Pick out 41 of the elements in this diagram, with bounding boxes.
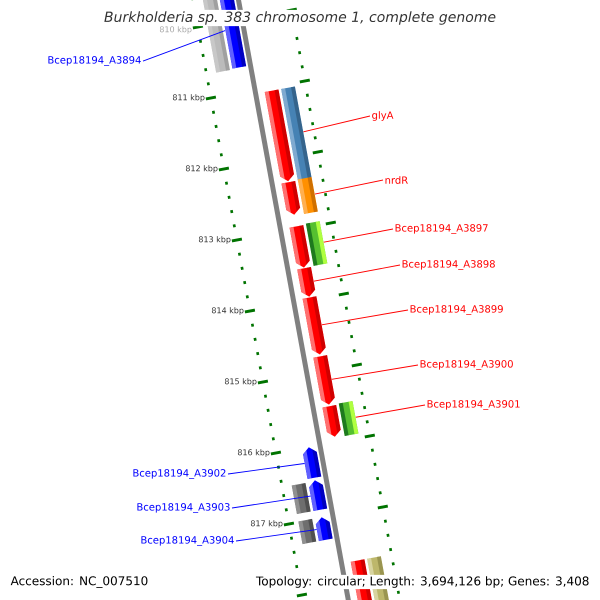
gene-label: glyA bbox=[372, 111, 394, 121]
gene-label: Bcep18194_A3901 bbox=[428, 400, 520, 410]
gene-label: Bcep18194_A3900 bbox=[420, 360, 513, 370]
scale-label: 812 kbp bbox=[186, 165, 218, 173]
leader-line bbox=[232, 496, 311, 508]
leader-line bbox=[303, 116, 370, 132]
gene-label: Bcep18194_A3897 bbox=[396, 224, 488, 234]
gene-block bbox=[316, 517, 333, 542]
gene-block bbox=[322, 405, 341, 437]
scale-label: 815 kbp bbox=[224, 378, 257, 386]
leader-line bbox=[355, 404, 426, 418]
scale-label: 814 kbp bbox=[212, 307, 244, 315]
gene-block bbox=[298, 518, 316, 544]
gene-label: Bcep18194_A3894 bbox=[48, 56, 141, 66]
title: Burkholderia sp. 383 chromosome 1, complete genome bbox=[102, 10, 498, 26]
gene-label: Bcep18194_A3899 bbox=[410, 305, 503, 315]
gene-block bbox=[306, 221, 328, 266]
leader-line bbox=[331, 364, 418, 380]
leader-line bbox=[313, 264, 400, 282]
gene-label: Bcep18194_A3898 bbox=[402, 260, 495, 270]
gene-block bbox=[338, 401, 358, 436]
gene-label: Bcep18194_A3902 bbox=[133, 469, 226, 479]
footer-text: Topology: circular; Length: 3,694,126 bp; Genes: 3,408 bbox=[254, 574, 591, 590]
scale-label: 811 kbp bbox=[172, 94, 205, 102]
leader-line bbox=[314, 180, 384, 194]
gene-block bbox=[298, 177, 318, 214]
gene-label: Bcep18194_A3903 bbox=[137, 503, 230, 513]
scale-label: 813 kbp bbox=[198, 236, 231, 244]
gene-block bbox=[309, 480, 328, 512]
gene-label: Bcep18194_A3904 bbox=[141, 536, 234, 546]
gene-label: nrdR bbox=[386, 176, 408, 184]
leader-line bbox=[142, 30, 226, 62]
leader-line bbox=[236, 529, 317, 542]
scale-label: 810 kbp bbox=[160, 26, 192, 34]
leader-line bbox=[321, 310, 408, 326]
gene-block bbox=[292, 482, 311, 514]
scale-label: 816 kbp bbox=[238, 449, 270, 457]
footer-text: Accession: NC_007510 bbox=[10, 576, 148, 588]
scale-label: 817 kbp bbox=[250, 520, 283, 528]
leader-line bbox=[228, 463, 305, 474]
leader-line bbox=[323, 228, 394, 243]
